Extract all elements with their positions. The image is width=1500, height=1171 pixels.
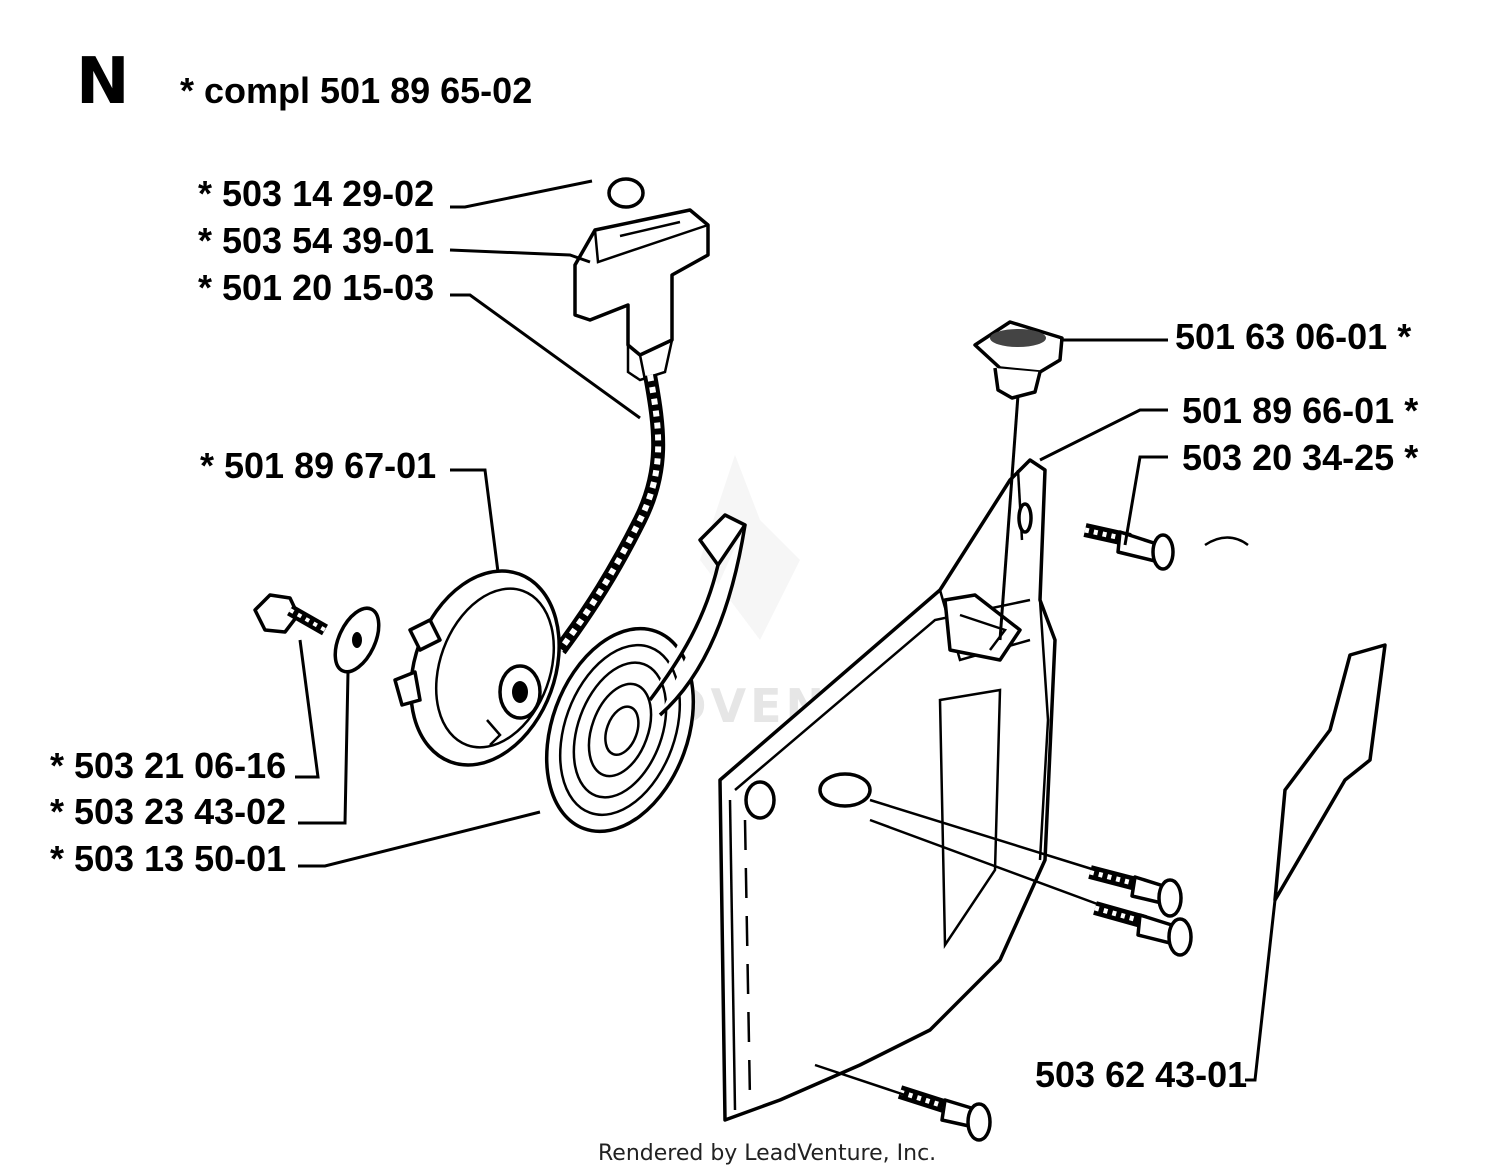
rope-pulley-drawing bbox=[393, 569, 561, 767]
part-label-503-13-50-01: * 503 13 50-01 bbox=[50, 838, 286, 879]
screw-left-drawing bbox=[253, 593, 328, 636]
part-label-501-63-06-01: 501 63 06-01 * bbox=[1175, 316, 1411, 357]
watermark-logo bbox=[700, 455, 800, 640]
handle-cap-drawing bbox=[607, 177, 645, 209]
plug-drawing bbox=[973, 320, 1064, 400]
recoil-spring-drawing bbox=[544, 513, 747, 834]
screw-mid-right-drawing bbox=[1088, 865, 1183, 918]
part-label-503-21-06-16: * 503 21 06-16 bbox=[50, 745, 286, 786]
part-label-503-20-34-25: 503 20 34-25 * bbox=[1182, 437, 1418, 478]
screw-top-right-drawing bbox=[1083, 523, 1175, 571]
part-label-503-14-29-02: * 503 14 29-02 bbox=[198, 173, 434, 214]
part-label-501-89-66-01: 501 89 66-01 * bbox=[1182, 390, 1418, 431]
washer-left-drawing bbox=[333, 606, 381, 674]
screw-bottom-drawing bbox=[897, 1085, 992, 1142]
part-label-501-20-15-03: * 501 20 15-03 bbox=[198, 267, 434, 308]
starter-rope-drawing bbox=[554, 373, 666, 655]
arc-mark bbox=[1204, 536, 1249, 547]
part-label-503-54-39-01: * 503 54 39-01 bbox=[198, 220, 434, 261]
starter-housing-drawing bbox=[718, 458, 1057, 1122]
leader-lines bbox=[295, 179, 1277, 1082]
part-label-503-23-43-02: * 503 23 43-02 bbox=[50, 791, 286, 832]
screw-low-right-drawing bbox=[1093, 901, 1193, 957]
part-label-503-62-43-01: 503 62 43-01 bbox=[1035, 1054, 1247, 1095]
screw-axis-line bbox=[814, 798, 1101, 1097]
assembly-label: * compl 501 89 65-02 bbox=[180, 70, 532, 111]
part-label-501-89-67-01: * 501 89 67-01 bbox=[200, 445, 436, 486]
decal-drawing bbox=[1273, 643, 1387, 902]
starter-handle-drawing bbox=[573, 208, 710, 382]
footer-credit: Rendered by LeadVenture, Inc. bbox=[598, 1141, 936, 1166]
section-letter: N bbox=[76, 45, 130, 119]
